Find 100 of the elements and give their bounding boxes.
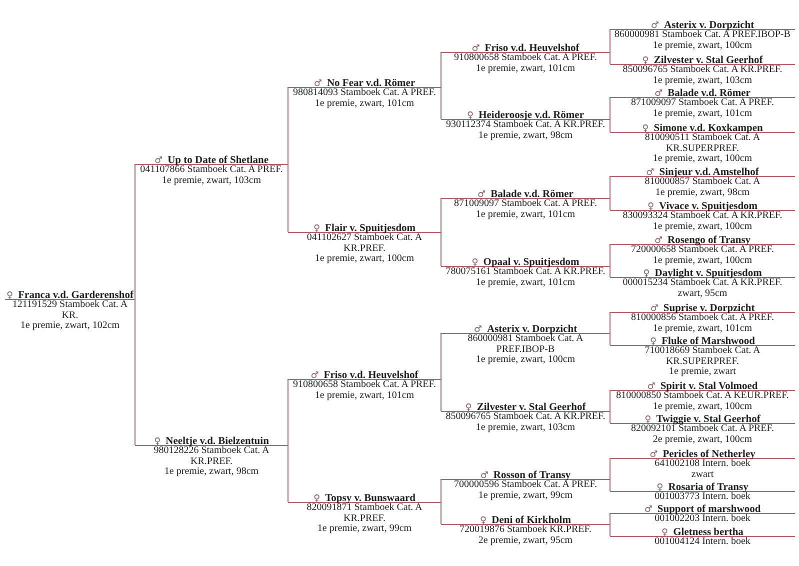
- registration-text: 041102627 Stamboek Cat. A KR.PREF.: [306, 233, 424, 254]
- horse-name: Heideroosje v.d. Römer: [478, 110, 584, 121]
- horse-name: Fluke of Marshwood: [662, 336, 755, 347]
- show-result-text: 1e premie, zwart, 100cm: [314, 254, 416, 265]
- horse-name: Simone v.d. Koxkampen: [654, 123, 763, 134]
- show-result-text: 1e premie, zwart, 101cm: [314, 390, 416, 402]
- horse-name: Rosaria of Transy: [668, 482, 748, 493]
- registration-text: 980128226 Stamboek Cat. A KR.PREF.: [152, 446, 270, 467]
- show-result-text: 1e premie, zwart: [668, 367, 737, 378]
- horse-name: Deni of Kirkholm: [492, 515, 571, 526]
- show-result-text: 2e premie, zwart, 95cm: [477, 536, 574, 546]
- registration-text: 121191529 Stamboek Cat. A KR.: [12, 300, 129, 321]
- horse-name: Up to Date of Shetlane: [168, 155, 268, 166]
- sex-symbol-icon: ♀: [650, 337, 657, 347]
- connector-line: [440, 52, 442, 88]
- registration-text: 871009097 Stamboek Cat. A PREF.: [630, 98, 776, 109]
- registration-text: 710018669 Stamboek Cat. A KR.SUPERPREF.: [644, 346, 762, 367]
- connector-line: [134, 298, 136, 446]
- show-result-text: zwart, 95cm: [676, 288, 728, 300]
- show-result-text: 1e premie, zwart, 100cm: [652, 256, 754, 266]
- sex-symbol-icon: ♀: [154, 437, 161, 447]
- registration-text: 810000857 Stamboek Cat. A: [644, 177, 762, 188]
- connector-line: [134, 164, 136, 300]
- sex-symbol-icon: ♂: [650, 21, 659, 31]
- horse-name: Pericles of Netherley: [662, 449, 756, 460]
- show-result-text: 1e premie, zwart, 103cm: [160, 176, 262, 186]
- registration-text: 041107866 Stamboek Cat. A PREF.: [139, 165, 284, 176]
- show-result-text: 1e premie, zwart, 101cm: [474, 278, 576, 288]
- show-result-text: 1e premie, zwart, 100cm: [474, 355, 576, 366]
- horse-name: Daylight v. Spuitjesdom: [654, 268, 762, 279]
- sex-symbol-icon: ♂: [478, 190, 486, 200]
- show-result-text: 1e premie, zwart, 101cm: [474, 64, 576, 74]
- sex-symbol-icon: ♂: [154, 156, 163, 166]
- horse-name: Topsy v. Bunswaard: [325, 493, 416, 504]
- horse-name: Twiggie v. Stal Geerhof: [656, 414, 760, 425]
- registration-text: 001003773 Intern. boek: [654, 492, 752, 503]
- show-result-text: zwart: [690, 470, 715, 480]
- sex-symbol-icon: ♂: [644, 505, 652, 515]
- sex-symbol-icon: ♀: [6, 291, 14, 301]
- horse-name: Franca v.d. Garderenshof: [18, 290, 134, 301]
- registration-text: 700000596 Stamboek Cat. A PREF.: [452, 480, 598, 491]
- registration-text: 860000981 Stamboek Cat. A PREF.IBOP-B: [614, 30, 792, 41]
- horse-name: Rosengo of Transy: [668, 235, 751, 246]
- connector-line: [440, 232, 442, 266]
- sex-symbol-icon: ♂: [474, 325, 482, 335]
- sex-symbol-icon: ♂: [480, 471, 488, 481]
- show-result-text: 1e premie, zwart, 101cm: [652, 108, 754, 120]
- horse-name: Zilvester v. Stal Geerhof: [654, 55, 763, 66]
- registration-text: 820092101 Stamboek Cat. A PREF.: [630, 424, 776, 435]
- sex-symbol-icon: ♀: [643, 269, 650, 279]
- show-result-text: 1e premie, zwart, 98cm: [654, 188, 751, 198]
- registration-text: 810090511 Stamboek Cat. A KR.SUPERPREF.: [644, 133, 760, 154]
- sex-symbol-icon: ♂: [314, 79, 322, 89]
- registration-text: 810000850 Stamboek Cat. A KEUR.PREF.: [615, 391, 790, 402]
- horse-name: Friso v.d. Heuvelshof: [324, 370, 418, 381]
- registration-text: 641002108 Intern. boek: [654, 459, 750, 470]
- show-result-text: 1e premie, zwart, 100cm: [652, 402, 754, 412]
- registration-text: 980814093 Stamboek Cat. A PREF.: [292, 88, 438, 99]
- horse-name: No Fear v.d. Römer: [326, 78, 416, 89]
- show-result-text: 1e premie, zwart, 99cm: [316, 524, 413, 535]
- sex-symbol-icon: ♂: [650, 304, 658, 314]
- horse-name: Neeltje v.d. Bielzentuin: [166, 436, 269, 447]
- registration-text: 830093324 Stamboek Cat. A KR.PREF.: [622, 211, 784, 222]
- registration-text: 850096765 Stamboek Cat. A KR.PREF.: [444, 412, 606, 423]
- sex-symbol-icon: ♀: [656, 483, 664, 493]
- registration-text: 810000856 Stamboek Cat. A PREF.: [630, 313, 776, 324]
- connector-line: [440, 502, 442, 524]
- sex-symbol-icon: ♀: [662, 528, 668, 538]
- registration-text: 000015234 Stamboek Cat. A KR.PREF.: [622, 278, 784, 289]
- registration-text: 910800658 Stamboek Cat. A PREF.: [452, 53, 598, 64]
- registration-text: 001002203 Intern. boek: [654, 514, 752, 525]
- sex-symbol-icon: ♀: [465, 403, 472, 413]
- connector-line: [440, 378, 442, 412]
- registration-text: 001004124 Intern. boek: [654, 537, 752, 548]
- show-result-text: 1e premie, zwart, 101cm: [652, 324, 754, 334]
- horse-name: Suprise v. Dorpzicht: [663, 303, 755, 314]
- registration-text: 720000658 Stamboek Cat. A PREF.: [630, 245, 776, 256]
- horse-name: Zilvester v. Stal Geerhof: [476, 402, 586, 413]
- sex-symbol-icon: ♀: [313, 224, 320, 234]
- horse-name: Asterix v. Dorpzicht: [486, 324, 578, 335]
- show-result-text: 1e premie, zwart, 102cm: [19, 321, 121, 332]
- registration-text: 720019876 Stamboek KR.PREF.: [458, 525, 592, 536]
- show-result-text: 1e premie, zwart, 101cm: [474, 210, 576, 220]
- horse-name: Vivace v. Spuitjesdom: [659, 201, 758, 212]
- sex-symbol-icon: ♂: [646, 168, 654, 178]
- sex-symbol-icon: ♂: [310, 371, 319, 381]
- connector-line: [440, 332, 442, 380]
- show-result-text: 1e premie, zwart, 101cm: [314, 98, 416, 110]
- registration-text: 871009097 Stamboek Cat. A PREF.: [452, 199, 598, 210]
- sex-symbol-icon: ♀: [467, 111, 474, 121]
- sex-symbol-icon: ♂: [647, 382, 656, 392]
- horse-name: Support of marshwood: [657, 504, 761, 515]
- registration-text: 930112374 Stamboek Cat. A KR.PREF.: [444, 120, 606, 131]
- sex-symbol-icon: ♀: [480, 516, 487, 526]
- horse-name: Opaal v. Spuitjesdom: [483, 257, 580, 268]
- sex-symbol-icon: ♀: [642, 56, 649, 66]
- horse-name: Friso v.d. Heuvelshof: [484, 43, 580, 54]
- show-result-text: 1e premie, zwart, 103cm: [652, 76, 754, 86]
- horse-name: Spirit v. Stal Volmoed: [660, 381, 758, 392]
- sex-symbol-icon: ♂: [654, 236, 663, 246]
